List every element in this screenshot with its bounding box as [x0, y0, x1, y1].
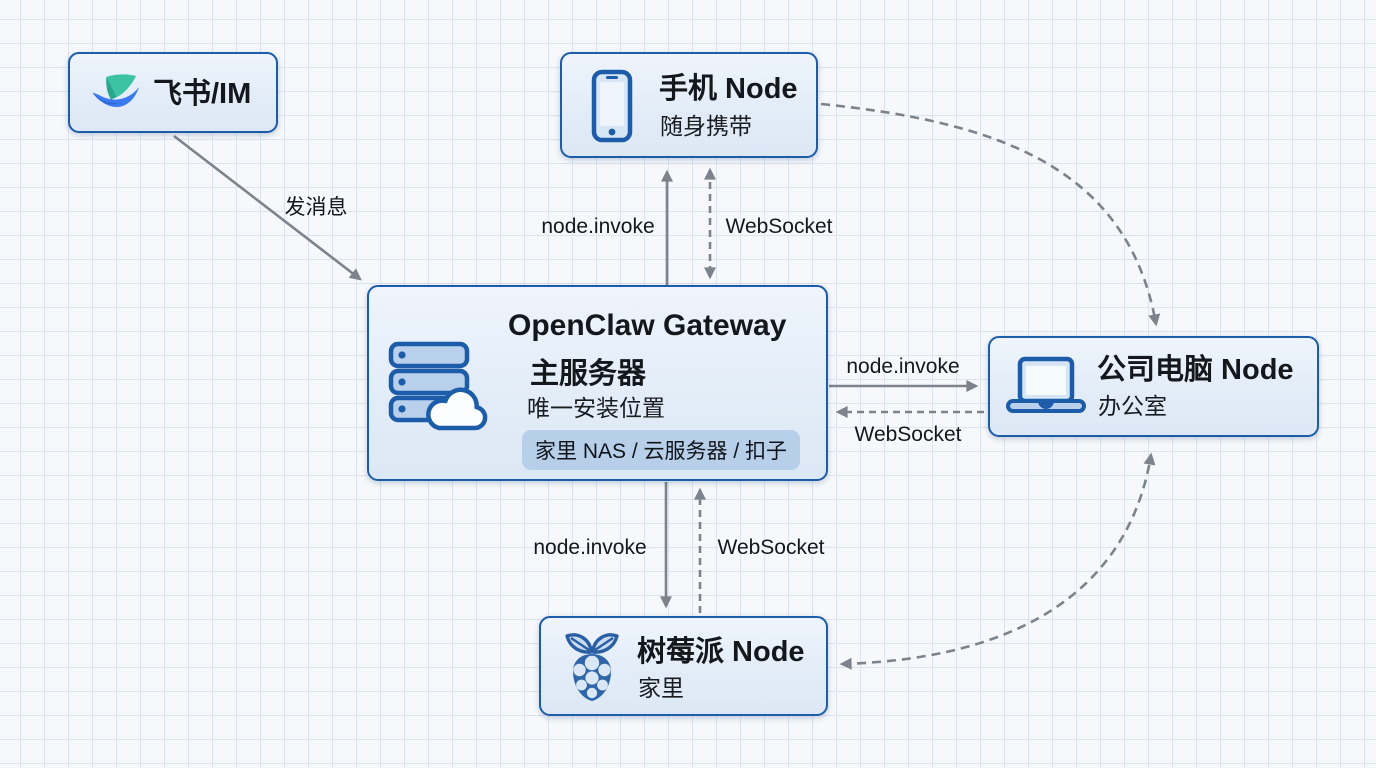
- edge-label-websocket-top: WebSocket: [725, 215, 833, 238]
- node-gateway: OpenClaw Gateway 主服务器 唯一安装位置 家里 NAS / 云服…: [367, 285, 828, 481]
- node-title-phone: 手机 Node: [659, 73, 798, 105]
- edge-label-send-message: 发消息: [284, 196, 348, 219]
- node-title-raspberry: 树莓派 Node: [637, 636, 805, 668]
- edge-feishu-to-gateway: [173, 134, 362, 281]
- node-subtitle-raspberry: 家里: [638, 675, 684, 701]
- node-subtitle-gateway: 主服务器: [530, 358, 647, 390]
- node-raspberry-pi: 树莓派 Node 家里: [539, 616, 828, 716]
- node-subtitle-company: 办公室: [1098, 393, 1167, 419]
- edge-label-websocket-bottom: WebSocket: [717, 536, 825, 559]
- node-phone: 手机 Node 随身携带: [560, 52, 818, 158]
- edge-company-raspberry-curve: [839, 452, 1156, 670]
- gateway-location-badge: 家里 NAS / 云服务器 / 扣子: [522, 430, 801, 470]
- smartphone-icon: [591, 69, 633, 148]
- node-subtitle-phone: 随身携带: [660, 113, 752, 139]
- laptop-icon: [1005, 356, 1087, 421]
- node-note-gateway: 唯一安装位置: [527, 395, 665, 421]
- node-feishu-im: 飞书/IM: [68, 52, 278, 133]
- edge-label-websocket-right: WebSocket: [854, 423, 962, 446]
- edge-phone-to-company-curve: [820, 102, 1161, 327]
- server-cloud-icon: [387, 340, 491, 437]
- node-title-feishu: 飞书/IM: [153, 78, 252, 110]
- edge-label-node-invoke-right: node.invoke: [846, 355, 960, 378]
- edge-label-node-invoke-bottom: node.invoke: [533, 536, 647, 559]
- node-company-computer: 公司电脑 Node 办公室: [988, 336, 1319, 437]
- edge-label-node-invoke-top: node.invoke: [541, 215, 655, 238]
- raspberry-pi-icon: [563, 630, 621, 711]
- node-title-gateway: OpenClaw Gateway: [508, 309, 787, 342]
- node-title-company: 公司电脑 Node: [1097, 354, 1294, 386]
- feishu-logo-icon: [90, 72, 140, 121]
